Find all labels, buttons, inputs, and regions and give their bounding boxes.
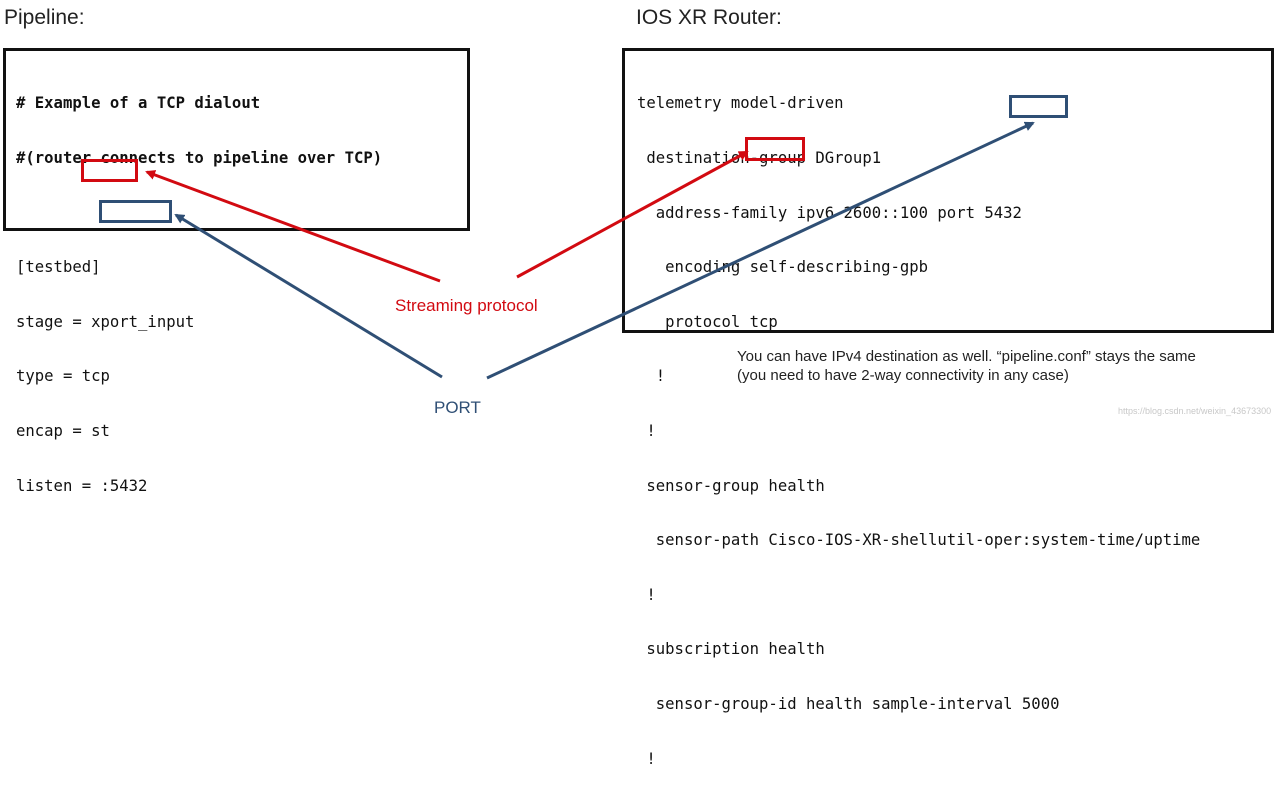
ipv4-note-line-2: (you need to have 2-way connectivity in …	[737, 367, 1069, 384]
router-line-6: !	[637, 367, 666, 386]
arrows-layer	[145, 121, 1035, 380]
router-port-highlight	[1009, 95, 1068, 118]
router-line-10: !	[637, 585, 656, 604]
pipeline-line-2: #(router connects to pipeline over TCP)	[16, 149, 383, 167]
pipeline-heading: Pipeline:	[4, 6, 85, 29]
port-label: PORT	[434, 398, 481, 417]
watermark-text: https://blog.csdn.net/weixin_43673300	[1118, 406, 1272, 416]
router-line-4: encoding self-describing-gpb	[637, 258, 929, 277]
pipeline-config-box	[3, 48, 470, 231]
pipeline-listen-highlight	[99, 200, 172, 223]
pipeline-type-highlight	[81, 159, 138, 182]
port-arrow-to-pipeline	[174, 213, 443, 379]
router-config-box	[622, 48, 1274, 333]
router-line-3: address-family ipv6 2600::100 port 5432	[637, 203, 1022, 222]
pipeline-line-8: listen = :5432	[16, 476, 148, 495]
router-line-5: protocol tcp	[637, 312, 778, 331]
router-line-11: subscription health	[637, 640, 825, 659]
router-line-9: sensor-path Cisco-IOS-XR-shellutil-oper:…	[637, 531, 1201, 550]
ipv4-note: You can have IPv4 destination as well. “…	[737, 347, 1196, 385]
pipeline-line-5: stage = xport_input	[16, 312, 195, 331]
pipeline-line-1: # Example of a TCP dialout	[16, 94, 261, 113]
pipeline-line-4: [testbed]	[16, 258, 101, 277]
router-line-13: !	[637, 749, 656, 768]
router-line-12: sensor-group-id health sample-interval 5…	[637, 694, 1060, 713]
router-line-2: destination-group DGroup1	[637, 149, 882, 167]
router-protocol-highlight	[745, 137, 805, 161]
ipv4-note-line-1: You can have IPv4 destination as well. “…	[737, 348, 1196, 365]
streaming-protocol-label: Streaming protocol	[395, 296, 538, 315]
router-line-8: sensor-group health	[637, 476, 825, 495]
pipeline-line-6: type = tcp	[16, 367, 110, 386]
router-line-1: telemetry model-driven	[637, 94, 844, 113]
protocol-arrow-to-pipeline	[145, 170, 441, 283]
protocol-arrow-to-router	[516, 150, 749, 279]
port-arrow-to-router	[486, 121, 1035, 380]
router-heading: IOS XR Router:	[636, 6, 782, 29]
